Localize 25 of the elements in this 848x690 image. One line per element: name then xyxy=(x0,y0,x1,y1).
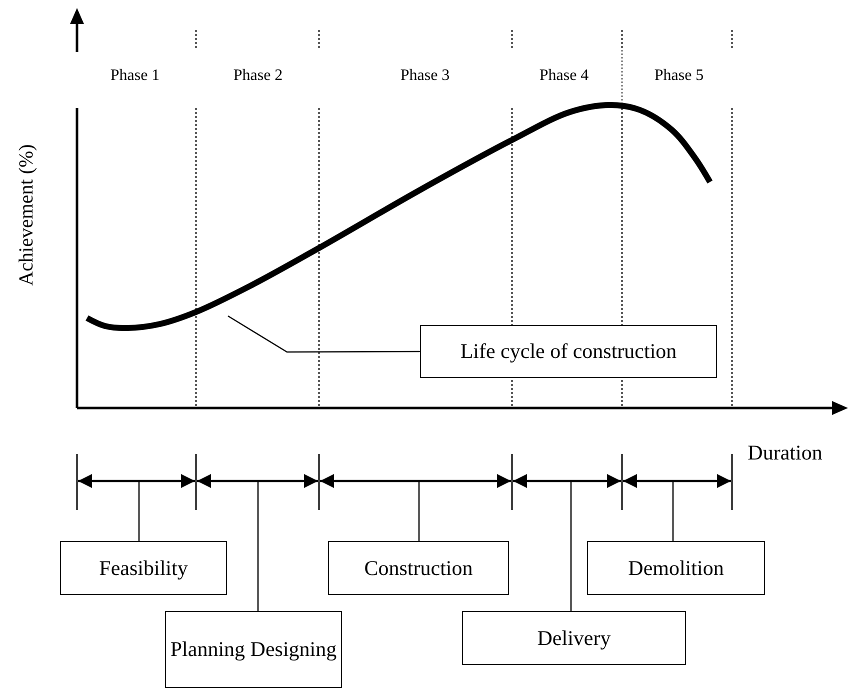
leader-line xyxy=(138,481,140,541)
box-text: Construction xyxy=(364,556,473,580)
phase-label: Phase 5 xyxy=(654,67,704,85)
label-box xyxy=(420,325,717,378)
label-box xyxy=(328,541,509,595)
leader-line xyxy=(228,315,420,353)
box-text: Life cycle of construction xyxy=(460,339,677,364)
axis-label: Duration xyxy=(748,440,822,466)
phase-label: Phase 3 xyxy=(400,67,450,85)
leader-line xyxy=(257,481,259,611)
box-text: Planning Designing xyxy=(170,637,337,662)
phase-label: Phase 4 xyxy=(539,67,589,85)
label-box xyxy=(60,541,227,595)
leader-line xyxy=(418,481,420,541)
leader-line xyxy=(672,481,674,541)
leader-line xyxy=(570,481,572,611)
axis-label: Achievement (%) xyxy=(16,144,38,286)
box-text: Demolition xyxy=(628,556,724,580)
phase-label: Phase 2 xyxy=(233,67,283,85)
phase-label: Phase 1 xyxy=(110,67,160,85)
box-text: Feasibility xyxy=(99,556,188,580)
box-text: Delivery xyxy=(537,626,611,650)
label-box xyxy=(165,611,342,688)
label-box xyxy=(462,611,686,665)
label-box xyxy=(587,541,765,595)
